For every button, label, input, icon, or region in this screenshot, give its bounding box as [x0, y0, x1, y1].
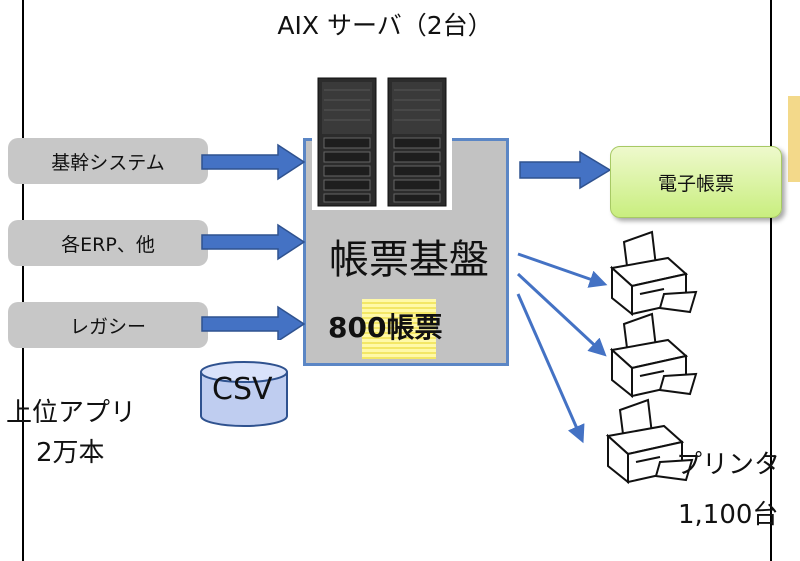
printer-arrows	[516, 252, 608, 444]
arrow-core-system	[201, 143, 306, 181]
right-border-line	[770, 0, 772, 561]
input-arrows	[201, 143, 306, 340]
server-rack-right	[387, 77, 447, 207]
server-rack-left	[317, 77, 377, 207]
source-box-erp: 各ERP、他	[8, 220, 208, 266]
printer-label-1: プリンタ	[676, 450, 781, 480]
report-count-unit: 帳票	[386, 311, 443, 344]
source-box-core-system: 基幹システム	[8, 138, 208, 184]
arrow-legacy	[201, 305, 306, 340]
report-platform-label: 帳票基盤	[329, 237, 489, 283]
server-racks-icon	[312, 72, 452, 210]
printer-label-2: 1,100台	[678, 500, 779, 530]
background-strip	[788, 96, 800, 182]
arrow-printer-3	[516, 293, 585, 444]
upper-apps-label-2: 2万本	[36, 438, 105, 468]
arrow-erp	[201, 223, 306, 261]
report-note-icon	[362, 299, 436, 359]
e-report-box: 電子帳票	[610, 146, 782, 218]
source-box-legacy: レガシー	[8, 302, 208, 348]
csv-database-icon	[200, 361, 288, 427]
report-count-label: 800帳票	[328, 306, 442, 346]
printer-icon-1	[609, 230, 698, 317]
printer-icon-3	[605, 398, 694, 485]
arrow-printer-1	[517, 252, 608, 288]
csv-label: CSV	[212, 372, 273, 407]
server-title: AIX サーバ（2台）	[277, 11, 493, 40]
printer-icon-2	[609, 312, 698, 399]
report-count-number: 800	[328, 311, 387, 344]
arrow-printer-2	[516, 272, 607, 357]
upper-apps-label-1: 上位アプリ	[6, 398, 137, 428]
left-border-line	[22, 0, 24, 561]
output-arrow-e-report	[519, 150, 612, 190]
